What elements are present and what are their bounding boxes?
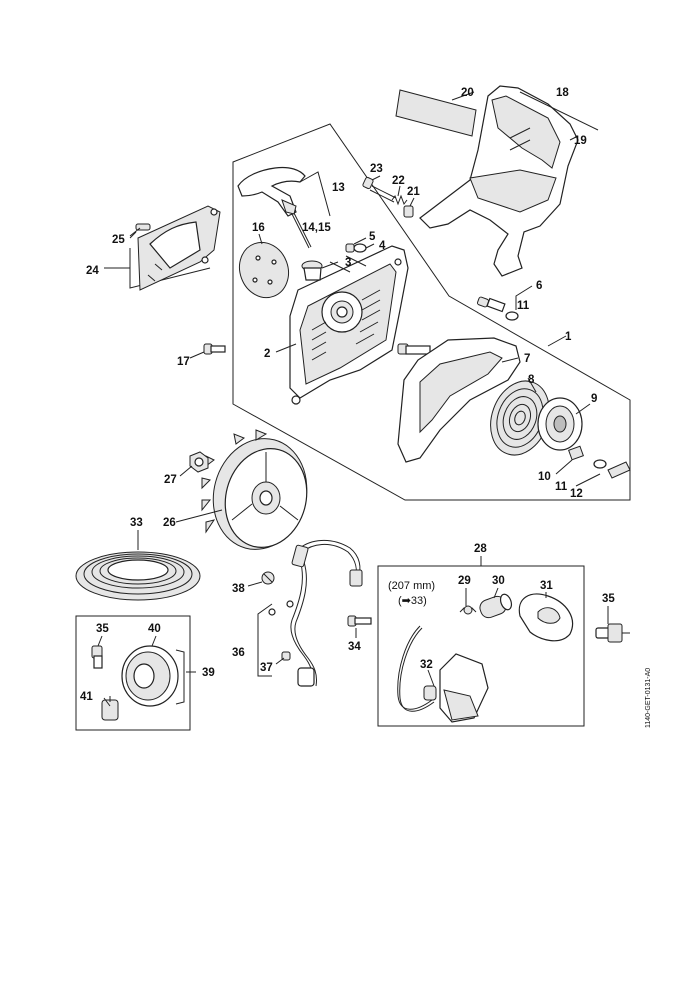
label-28: 28	[474, 543, 487, 555]
starter-grip	[237, 166, 312, 249]
label-33: 33	[130, 517, 143, 529]
screw-25	[129, 223, 151, 237]
fuel-filter-41	[101, 696, 119, 721]
pawl-10	[568, 445, 584, 461]
label-11-bottom: 11	[555, 481, 568, 493]
label-25: 25	[112, 234, 125, 246]
screw-5	[345, 243, 355, 253]
label-3: 3	[345, 257, 351, 269]
label-11-top: 11	[517, 300, 530, 312]
pin-6	[476, 296, 506, 313]
spark-plug-35-right	[595, 623, 630, 643]
label-14-15: 14,15	[302, 222, 331, 234]
flywheel	[201, 429, 308, 550]
label-8: 8	[528, 374, 535, 386]
screw-23	[362, 176, 397, 203]
decal-20	[395, 89, 477, 137]
boot-31	[518, 593, 574, 642]
leader-13	[299, 171, 331, 217]
contact-spring-29	[459, 605, 477, 615]
label-31: 31	[540, 580, 553, 592]
label-24: 24	[86, 265, 99, 277]
sleeve-21	[403, 205, 414, 218]
label-19: 19	[574, 135, 587, 147]
fan-housing	[289, 245, 409, 405]
label-26: 26	[163, 517, 176, 529]
leader-lines	[97, 91, 609, 707]
leader-6-11	[515, 285, 533, 310]
label-2: 2	[264, 348, 270, 360]
leader-36	[257, 603, 273, 677]
spark-plug-35-left	[91, 645, 103, 669]
label-17: 17	[177, 356, 190, 368]
label-35-left: 35	[96, 623, 109, 635]
cover-disc	[238, 241, 290, 299]
ring-11-top	[505, 311, 519, 321]
drawing-code: 1140-GET-0131-A0	[645, 668, 652, 728]
hose-length-note: (207 mm)	[388, 580, 435, 592]
washer-4	[353, 243, 367, 253]
screw-17	[203, 343, 226, 355]
filter-group-box	[75, 615, 191, 731]
nut-27	[189, 451, 209, 473]
air-filter-40	[121, 645, 185, 707]
screw-34	[347, 615, 372, 627]
leader-16	[258, 233, 263, 245]
label-35-right: 35	[602, 593, 615, 605]
plug-3	[301, 260, 323, 281]
ring-11-bottom	[593, 459, 607, 469]
ignition-lead	[397, 625, 435, 712]
sleeve-30	[479, 593, 513, 619]
bracket-plate	[137, 205, 221, 291]
label-7: 7	[524, 353, 530, 365]
label-10: 10	[538, 471, 551, 483]
fan-housing-group-outline	[232, 123, 631, 501]
bracket-group-outline	[129, 248, 211, 289]
pin-1	[397, 343, 431, 355]
spring-22	[391, 194, 408, 206]
part-number-labels: 1 2 3 4 5 6 7 8 9 10 11 11 12 13 14,15 1…	[80, 87, 652, 728]
label-18: 18	[556, 87, 569, 99]
label-36: 36	[232, 647, 245, 659]
spring-12	[607, 461, 631, 479]
label-6: 6	[536, 280, 542, 292]
label-27: 27	[164, 474, 177, 486]
label-4: 4	[379, 240, 386, 252]
label-39: 39	[202, 667, 215, 679]
label-9: 9	[591, 393, 597, 405]
label-22: 22	[392, 175, 405, 187]
label-1: 1	[565, 331, 572, 343]
label-20: 20	[461, 87, 474, 99]
screw-38	[261, 571, 275, 585]
label-5: 5	[369, 231, 376, 243]
label-30: 30	[492, 575, 505, 587]
rope-rotor	[537, 397, 583, 451]
hand-guard	[419, 85, 579, 277]
label-29: 29	[458, 575, 471, 587]
wiring-harness	[268, 540, 363, 687]
spiral-hose	[75, 551, 201, 601]
label-38: 38	[232, 583, 245, 595]
rewind-housing	[397, 337, 521, 463]
ignition-module-32	[423, 653, 489, 723]
label-16: 16	[252, 222, 265, 234]
label-40: 40	[148, 623, 161, 635]
label-12: 12	[570, 488, 583, 500]
label-41: 41	[80, 691, 93, 703]
label-37: 37	[260, 662, 273, 674]
label-23: 23	[370, 163, 383, 175]
label-13: 13	[332, 182, 345, 194]
label-32: 32	[420, 659, 433, 671]
label-21: 21	[407, 186, 420, 198]
hose-reference-note: (➡33)	[398, 595, 427, 607]
label-34: 34	[348, 641, 361, 653]
